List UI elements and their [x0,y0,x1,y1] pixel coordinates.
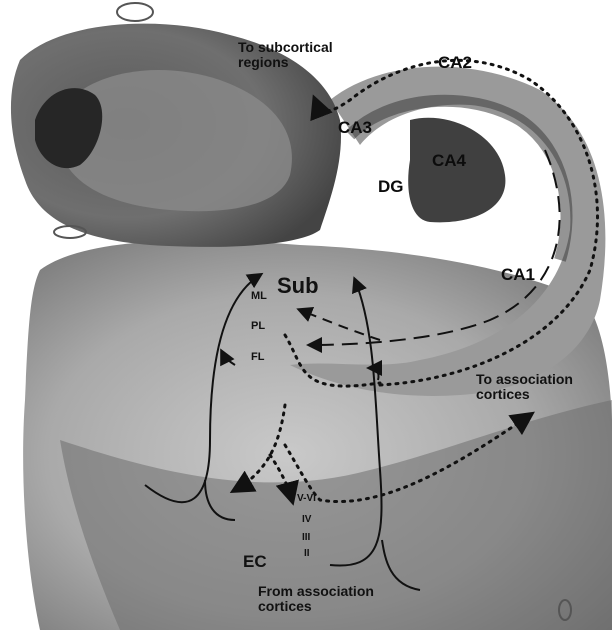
label-pl: PL [251,320,265,332]
label-to-subcortical: To subcortical regions [238,40,333,71]
label-ca2: CA2 [438,54,472,73]
label-to-subcortical-line2: regions [238,55,333,70]
label-dg: DG [378,178,404,197]
label-ca3: CA3 [338,119,372,138]
label-from-association-line1: From association [258,584,374,599]
label-layer-ii: II [304,548,310,559]
label-sub: Sub [277,274,319,298]
label-to-association: To association cortices [476,372,573,403]
label-ec: EC [243,553,267,572]
label-layer-iii: III [302,532,310,543]
label-ml: ML [251,290,267,302]
label-from-association-line2: cortices [258,599,374,614]
label-from-association: From association cortices [258,584,374,615]
label-layer-v-vi: V-VI [297,493,316,504]
label-to-association-line1: To association [476,372,573,387]
label-to-subcortical-line1: To subcortical [238,40,333,55]
label-to-association-line2: cortices [476,387,573,402]
label-ca4: CA4 [432,152,466,171]
label-layer-iv: IV [302,514,311,525]
label-ca1: CA1 [501,266,535,285]
label-fl: FL [251,351,264,363]
